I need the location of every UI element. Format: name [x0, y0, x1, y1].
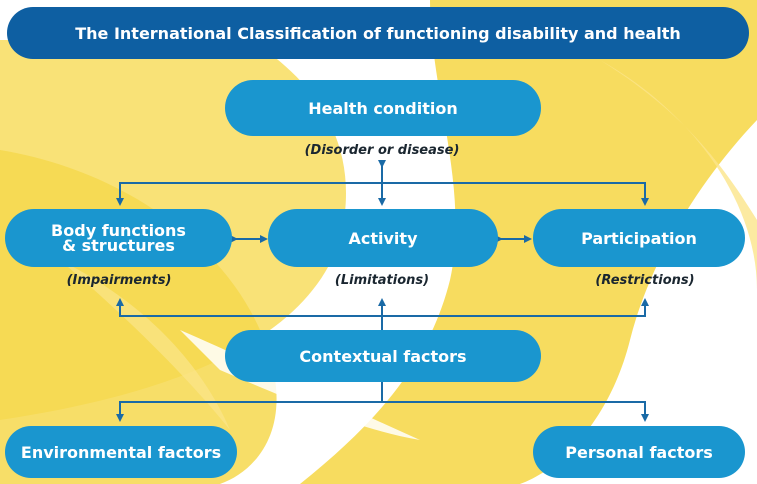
- health-condition-label: Health condition: [308, 98, 458, 118]
- connector-context-left: [116, 298, 382, 317]
- body-functions-label-line2: & structures: [62, 236, 175, 255]
- environmental-factors-label: Environmental factors: [20, 442, 222, 462]
- activity-label: Activity: [348, 228, 418, 248]
- connector-to-personal: [382, 401, 649, 422]
- environmental-factors-node: Environmental factors: [5, 426, 237, 478]
- activity-node: Activity: [268, 209, 498, 267]
- connector-context-right: [382, 298, 649, 317]
- contextual-factors-label: Contextual factors: [299, 346, 467, 366]
- health-condition-subtitle: (Disorder or disease): [304, 143, 460, 158]
- connector-to-environmental: [116, 401, 382, 422]
- activity-subtitle: (Limitations): [334, 273, 430, 288]
- connector-health-left: [116, 182, 382, 206]
- health-condition-node: Health condition: [225, 80, 541, 136]
- participation-label: Participation: [581, 228, 697, 248]
- personal-factors-node: Personal factors: [533, 426, 745, 478]
- body-functions-subtitle: (Impairments): [66, 273, 172, 288]
- personal-factors-label: Personal factors: [565, 442, 713, 462]
- diagram-title: The International Classification of func…: [7, 7, 749, 59]
- participation-node: Participation: [533, 209, 745, 267]
- contextual-factors-node: Contextual factors: [225, 330, 541, 382]
- connector-health-right: [382, 182, 649, 206]
- body-functions-node: Body functions & structures: [5, 209, 232, 267]
- body-functions-label-line1: Body functions: [51, 221, 186, 240]
- participation-subtitle: (Restrictions): [595, 273, 695, 288]
